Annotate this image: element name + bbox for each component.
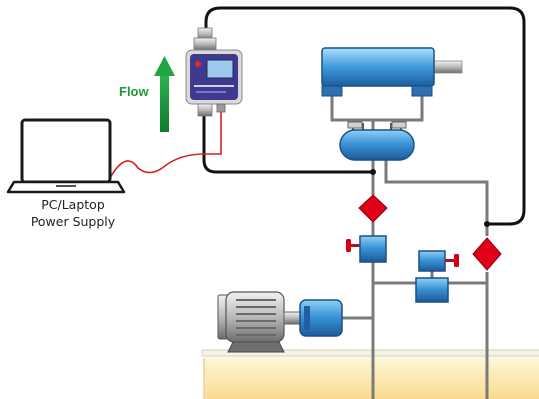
electric-motor-icon [217,291,305,353]
device-caption: PC/Laptop Power Supply [8,196,138,230]
laptop-icon [6,118,126,194]
flow-arrow-icon [154,56,175,132]
check-valve-right [472,237,502,271]
check-valve-left [358,194,388,223]
junction-dot [484,221,490,227]
flow-meter-icon [185,27,243,117]
hydraulic-pump [299,299,343,337]
directional-valve [339,121,415,161]
hydraulic-cylinder [321,47,463,97]
caption-line: Power Supply [30,214,116,229]
flow-control-valve-left [346,235,387,263]
caption-line: PC/Laptop [41,197,105,212]
flow-control-valve-right [415,250,459,303]
sensor-cable [202,6,526,226]
flow-label: Flow [119,84,149,99]
signal-wire [109,112,222,179]
junction-dot [370,169,376,175]
